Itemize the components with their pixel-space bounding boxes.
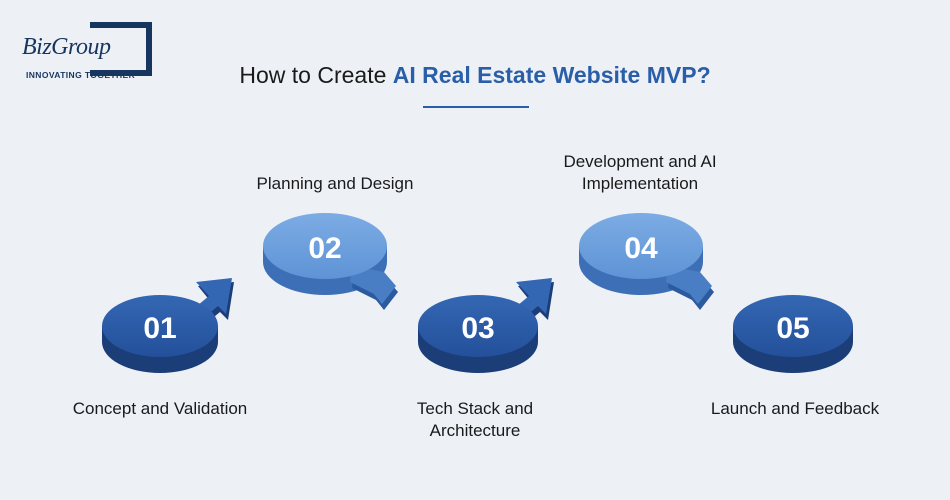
step-1-label: Concept and Validation bbox=[72, 399, 248, 418]
logo: BizGroup INNOVATING TOGETHER bbox=[22, 20, 162, 84]
logo-frame bbox=[90, 22, 152, 76]
step-2-label: Planning and Design bbox=[256, 174, 414, 193]
step-5-disc: 05 bbox=[733, 295, 853, 373]
title-prefix: How to Create bbox=[239, 62, 393, 88]
step-3-disc: 03 bbox=[418, 278, 554, 373]
step-2-number: 02 bbox=[308, 232, 341, 265]
step-1-number: 01 bbox=[143, 312, 176, 345]
step-5-label: Launch and Feedback bbox=[710, 399, 880, 418]
step-3-number: 03 bbox=[461, 312, 494, 345]
title-underline bbox=[423, 106, 529, 108]
step-4-disc: 04 bbox=[579, 213, 714, 310]
step-4-label: Development and AI Implementation bbox=[563, 152, 717, 193]
step-3-label: Tech Stack and Architecture bbox=[416, 399, 534, 440]
logo-brand: BizGroup bbox=[22, 34, 115, 61]
step-5-number: 05 bbox=[776, 312, 809, 345]
logo-tagline: INNOVATING TOGETHER bbox=[26, 70, 136, 80]
title-highlight: AI Real Estate Website MVP? bbox=[392, 62, 711, 88]
step-2-disc: 02 bbox=[263, 213, 398, 310]
step-4-number: 04 bbox=[624, 232, 658, 265]
page-title: How to Create AI Real Estate Website MVP… bbox=[0, 62, 950, 89]
step-1-disc: 01 bbox=[102, 278, 234, 373]
